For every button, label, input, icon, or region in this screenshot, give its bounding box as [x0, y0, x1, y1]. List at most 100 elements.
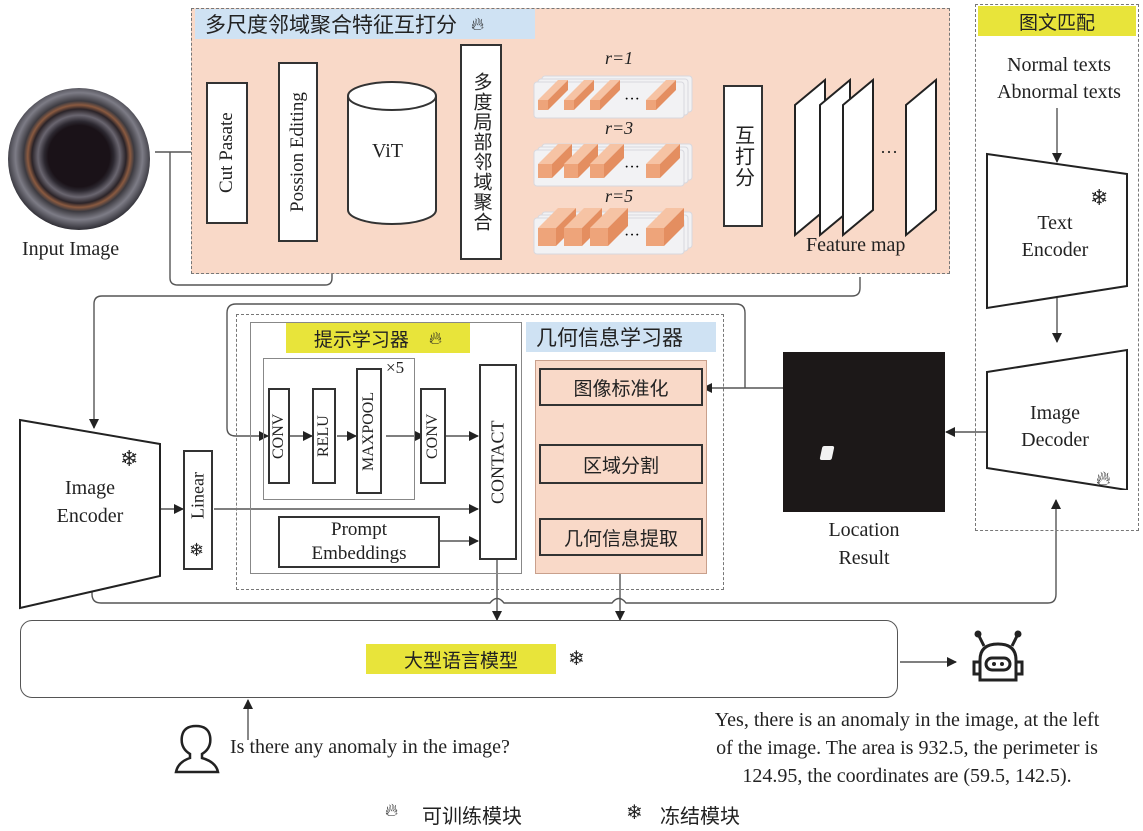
text-match-title: 图文匹配 — [978, 6, 1136, 36]
vit-cylinder — [347, 81, 437, 225]
user-icon — [174, 724, 220, 774]
feature-block — [564, 80, 594, 110]
text-match-title-text: 图文匹配 — [1018, 12, 1095, 34]
feature-map-3 — [842, 77, 874, 238]
flame-icon: 🔥︎ — [1096, 468, 1111, 490]
prompt-embeddings-line2: Embeddings — [311, 543, 407, 564]
repeat-label: ×5 — [386, 358, 405, 377]
feature-block — [646, 80, 676, 110]
feature-block — [538, 80, 568, 110]
geo-learner-title: 几何信息学习器 — [526, 322, 716, 352]
location-result-image — [783, 352, 945, 512]
contact-label: CONTACT — [487, 420, 508, 504]
maxpool-label: MAXPOOL — [360, 391, 377, 471]
image-decoder-line2: Decoder — [1021, 429, 1089, 451]
relu-label: RELU — [315, 415, 332, 457]
poisson-editing-block: Possion Editing — [278, 62, 318, 242]
geo-learner-title-text: 几何信息学习器 — [536, 326, 683, 350]
image-encoder-shape — [19, 418, 161, 610]
arrow-loop-conv — [226, 303, 746, 441]
text-encoder: Text Encoder — [990, 210, 1120, 264]
flame-icon: 🔥︎ — [385, 800, 399, 820]
learners-group — [236, 314, 724, 590]
feature-stack-ellipsis: ··· — [624, 91, 640, 108]
radius-label-5: r=5 — [605, 186, 634, 206]
flame-icon: 🔥︎ — [471, 13, 485, 34]
conv-block-1: CONV — [268, 388, 290, 484]
geo-step-extract: 几何信息提取 — [539, 518, 703, 556]
feature-map-label: Feature map — [806, 234, 906, 256]
linear-label: Linear — [187, 472, 208, 520]
llm-block — [20, 620, 898, 698]
feature-stack-ellipsis: ··· — [624, 159, 640, 176]
scoring-block: 互打分 — [723, 85, 763, 227]
location-result-line2: Result — [838, 547, 890, 569]
arrow-input-loop — [169, 152, 337, 286]
location-result-label: Location Result — [783, 516, 945, 572]
linear-block: Linear ❄ — [183, 450, 213, 570]
flame-icon: 🔥︎ — [428, 327, 443, 348]
normal-texts: Normal texts — [1007, 54, 1111, 76]
vit-label: ViT — [372, 140, 404, 162]
snowflake-icon: ❄ — [189, 540, 205, 560]
feature-map-ellipsis: ··· — [880, 142, 898, 162]
geo-step-normalize: 图像标准化 — [539, 368, 703, 406]
multiscale-title: 多尺度邻域聚合特征互打分 🔥︎ — [195, 9, 535, 39]
prompt-learner-title: 提示学习器 🔥︎ — [286, 323, 470, 353]
input-image — [8, 88, 150, 230]
relu-block: RELU — [312, 388, 336, 484]
feature-stack-ellipsis: ··· — [624, 227, 640, 244]
image-decoder-line1: Image — [1030, 402, 1080, 424]
image-decoder: Image Decoder — [990, 400, 1120, 454]
feature-block — [564, 208, 602, 246]
legend-trainable: 可训练模块 — [422, 806, 522, 828]
aggregation-label: 多度局部邻域聚合 — [470, 72, 492, 232]
conv-label-1: CONV — [270, 413, 287, 459]
geo-step-extract-label: 几何信息提取 — [563, 528, 678, 550]
prompt-learner-title-text: 提示学习器 — [313, 329, 409, 351]
snowflake-icon: ❄ — [120, 446, 139, 471]
contact-block: CONTACT — [479, 364, 517, 560]
aggregation-block: 多度局部邻域聚合 — [460, 44, 502, 260]
cut-paste-label: Cut Pasate — [216, 112, 237, 194]
prompt-learner-module — [250, 322, 522, 574]
answer-line1: Yes, there is an anomaly in the image, a… — [714, 709, 1100, 731]
feature-block — [538, 144, 572, 178]
legend-frozen: 冻结模块 — [660, 806, 740, 828]
answer-line2: of the image. The area is 932.5, the per… — [716, 737, 1098, 759]
user-question: Is there any anomaly in the image? — [230, 736, 510, 758]
poisson-editing-label: Possion Editing — [287, 92, 308, 212]
llm-label-text: 大型语言模型 — [403, 650, 518, 672]
prompt-embeddings-line1: Prompt — [331, 519, 387, 540]
image-encoder-line2: Encoder — [56, 505, 124, 527]
model-answer: Yes, there is an anomaly in the image, a… — [676, 706, 1138, 790]
feature-block — [590, 144, 624, 178]
snowflake-icon: ❄ — [568, 648, 585, 670]
snowflake-icon: ❄ — [1090, 185, 1109, 210]
feature-block — [590, 208, 628, 246]
geo-step-segment: 区域分割 — [539, 444, 703, 484]
robot-icon — [972, 630, 1024, 682]
image-encoder-line1: Image — [65, 477, 115, 499]
feature-map-4 — [905, 77, 937, 238]
geo-step-segment-label: 区域分割 — [582, 455, 659, 477]
abnormal-texts: Abnormal texts — [997, 81, 1121, 103]
conv-repeat-group — [263, 358, 415, 500]
text-match-module — [975, 4, 1139, 531]
feature-block — [646, 144, 680, 178]
text-prompts: Normal texts Abnormal texts — [978, 52, 1140, 106]
feature-stack-1: ··· — [533, 75, 693, 119]
llm-label: 大型语言模型 — [366, 644, 556, 674]
feature-block — [590, 80, 620, 110]
snowflake-icon: ❄ — [626, 802, 643, 824]
image-decoder-shape — [986, 348, 1128, 490]
radius-label-3: r=3 — [605, 118, 634, 138]
text-match-shapes — [986, 152, 1128, 490]
conv-block-2: CONV — [420, 388, 446, 484]
text-encoder-line2: Encoder — [1021, 239, 1089, 261]
feature-block — [646, 208, 684, 246]
answer-line3: 124.95, the coordinates are (59.5, 142.5… — [742, 765, 1072, 787]
maxpool-block: MAXPOOL — [356, 368, 382, 494]
cut-paste-block: Cut Pasate — [206, 82, 248, 224]
